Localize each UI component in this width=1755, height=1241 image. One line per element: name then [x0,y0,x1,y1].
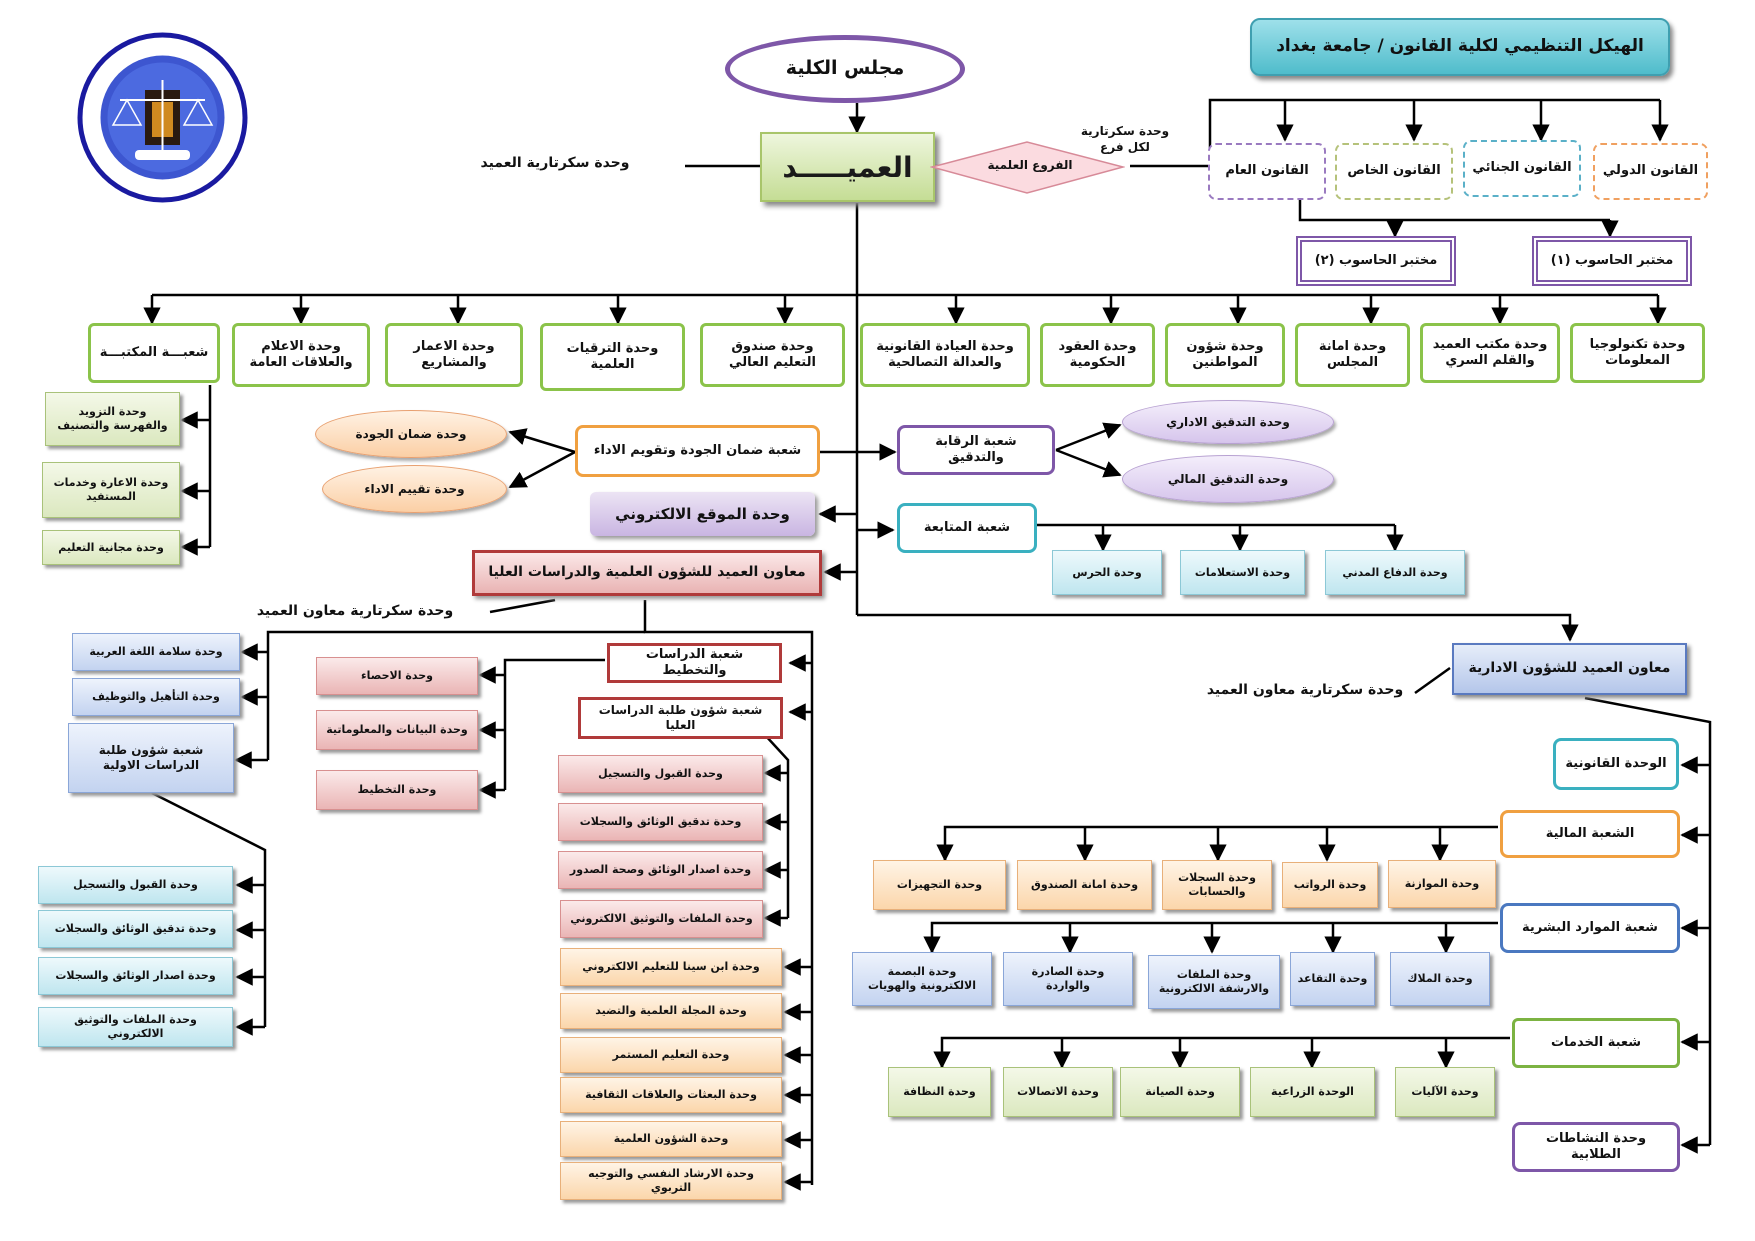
psychological-guidance-unit: وحدة الارشاد النفسي والتوجيه التربوي [560,1162,782,1200]
undergrad-e-files-unit: وحدة الملفات والتوثيق الالكتروني [38,1007,233,1047]
library-division: شعبـــة المكتبـــة [88,323,220,383]
statistics-unit: وحدة الاحصاء [316,657,478,695]
department-private-law: القانون الخاص [1335,143,1453,200]
grad-admission-unit: وحدة القبول والتسجيل [558,755,763,793]
chart-title: الهيكل التنظيمي لكلية القانون / جامعة بغ… [1250,18,1670,76]
salaries-unit: وحدة الرواتب [1282,862,1378,908]
grad-document-audit-unit: وحدة تدقيق الوثائق والسجلات [558,803,763,841]
financial-audit-unit: وحدة التدقيق المالي [1122,455,1334,503]
dean-box: العميـــــد [760,132,935,202]
unit-legal-clinic: وحدة العيادة القانونية والعدالة التصالحي… [860,323,1030,387]
unit-scientific-promotions: وحدة الترقيات العلمية [540,323,685,391]
civil-defense-unit: وحدة الدفاع المدني [1325,550,1465,595]
undergrad-document-issuance-unit: وحدة اصدار الوثائق والسجلات [38,957,233,995]
university-logo [77,32,248,203]
services-division: شعبة الخدمات [1512,1018,1680,1068]
performance-evaluation-unit: وحدة تقييم الاداء [322,465,507,513]
scientific-affairs-unit: وحدة الشؤون العلمية [560,1121,782,1157]
unit-construction-projects: وحدة الاعمار والمشاريع [385,323,523,387]
arabic-language-unit: وحدة سلامة اللغة العربية [72,633,240,671]
undergraduate-students-division: شعبة شؤون طلبة الدراسات الاولية [68,723,234,793]
audit-division: شعبة الرقابة والتدقيق [897,425,1055,475]
retirement-unit: وحدة التقاعد [1290,952,1375,1006]
planning-unit: وحدة التخطيط [316,770,478,810]
staffing-unit: وحدة الملاك [1390,952,1490,1006]
undergrad-document-audit-unit: وحدة تدقيق الوثائق والسجلات [38,910,233,948]
library-unit-free-education: وحدة مجانية التعليم [42,530,180,565]
ibn-sina-elearning-unit: وحدة ابن سينا للتعليم الالكتروني [560,948,782,986]
treasury-unit: وحدة امانة الصندوق [1017,860,1152,910]
computer-lab-1: مختبر الحاسوب (١) [1532,236,1692,286]
maintenance-unit: وحدة الصيانة [1120,1067,1240,1117]
department-public-law: القانون العام [1208,143,1326,200]
equipment-unit: وحدة التجهيزات [873,860,1006,910]
website-unit: وحدة الموقع الالكتروني [590,492,815,536]
library-unit-cataloging: وحدة التزويد والفهرسة والتصنيف [45,392,180,446]
unit-higher-education-fund: وحدة صندوق التعليم العالي [700,323,845,387]
records-accounts-unit: وحدة السجلات والحسابات [1162,860,1272,910]
human-resources-division: شعبة الموارد البشرية [1500,903,1680,953]
communications-unit: وحدة الاتصالات [1003,1067,1113,1117]
guard-unit: وحدة الحرس [1052,550,1162,595]
budget-unit: وحدة الموازنة [1388,860,1496,908]
computer-lab-2: مختبر الحاسوب (٢) [1296,236,1456,286]
scientific-secretariat-label: وحدة سكرتارية معاون العميد [256,603,454,619]
correspondence-unit: وحدة الصادرة والواردة [1003,952,1133,1006]
reception-unit: وحدة الاستعلامات [1180,550,1305,595]
department-international-law: القانون الدولي [1593,143,1708,200]
finance-division: الشعبة المالية [1500,810,1680,858]
quality-assurance-unit: وحدة ضمان الجودة [315,410,507,458]
unit-media-relations: وحدة الاعلام والعلاقات العامة [232,323,370,387]
grad-e-files-unit: وحدة الملفات والتوثيق الالكتروني [560,900,763,938]
agricultural-unit: الوحدة الزراعية [1250,1067,1375,1117]
unit-council-secretariat: وحدة امانة المجلس [1295,323,1410,387]
data-informatics-unit: وحدة البيانات والمعلوماتية [316,710,478,750]
graduate-students-division: شعبة شؤون طلبة الدراسات العليا [578,697,783,739]
unit-government-contracts: وحدة العقود الحكومية [1040,323,1155,387]
cleaning-unit: وحدة النظافة [888,1067,991,1117]
unit-citizens-affairs: وحدة شؤون المواطنين [1165,323,1285,387]
unit-it: وحدة تكنولوجيا المعلومات [1570,323,1705,383]
scientific-journal-unit: وحدة المجلة العلمية والتضيد [560,993,782,1029]
library-unit-lending: وحدة الاعارة وخدمات المستفيد [42,462,180,518]
department-secretariat-label: وحدة سكرتارية لكل فرع [1080,124,1170,154]
grad-document-issuance-unit: وحدة اصدار الوثائق وصحة الصدور [558,851,763,889]
administrative-secretariat-label: وحدة سكرتارية معاون العميد [1206,682,1404,698]
fingerprint-id-unit: وحدة البصمة الالكترونية والهويات [852,952,992,1006]
qualification-employment-unit: وحدة التأهيل والتوظيف [72,678,240,716]
administrative-audit-unit: وحدة التدقيق الاداري [1122,400,1334,444]
quality-assurance-division: شعبة ضمان الجودة وتقويم الاداء [575,425,820,477]
followup-division: شعبة المتابعة [897,503,1037,553]
e-archive-unit: وحدة الملفات والارشفة الالكترونية [1148,955,1280,1009]
vehicles-unit: وحدة الآليات [1395,1067,1495,1117]
administrative-deputy-dean: معاون العميد للشؤون الادارية [1452,643,1687,695]
missions-cultural-relations-unit: وحدة البعثات والعلاقات الثقافية [560,1077,782,1113]
department-criminal-law: القانون الجنائي [1463,140,1581,197]
student-activities-unit: وحدة النشاطات الطلابية [1512,1122,1680,1172]
college-council: مجلس الكلية [725,35,965,103]
undergrad-admission-unit: وحدة القبول والتسجيل [38,866,233,904]
dean-secretariat-label: وحدة سكرتارية العميد [480,155,630,171]
planning-division: شعبة الدراسات والتخطيط [607,643,782,683]
departments-diamond [930,141,1125,194]
unit-dean-office: وحدة مكتب العميد والقلم السري [1420,323,1560,383]
legal-unit: الوحدة القانونية [1553,738,1679,790]
continuing-education-unit: وحدة التعليم المستمر [560,1037,782,1073]
departments-label: الفروع العلمية [987,158,1073,172]
scientific-deputy-dean: معاون العميد للشؤون العلمية والدراسات ال… [472,550,822,596]
